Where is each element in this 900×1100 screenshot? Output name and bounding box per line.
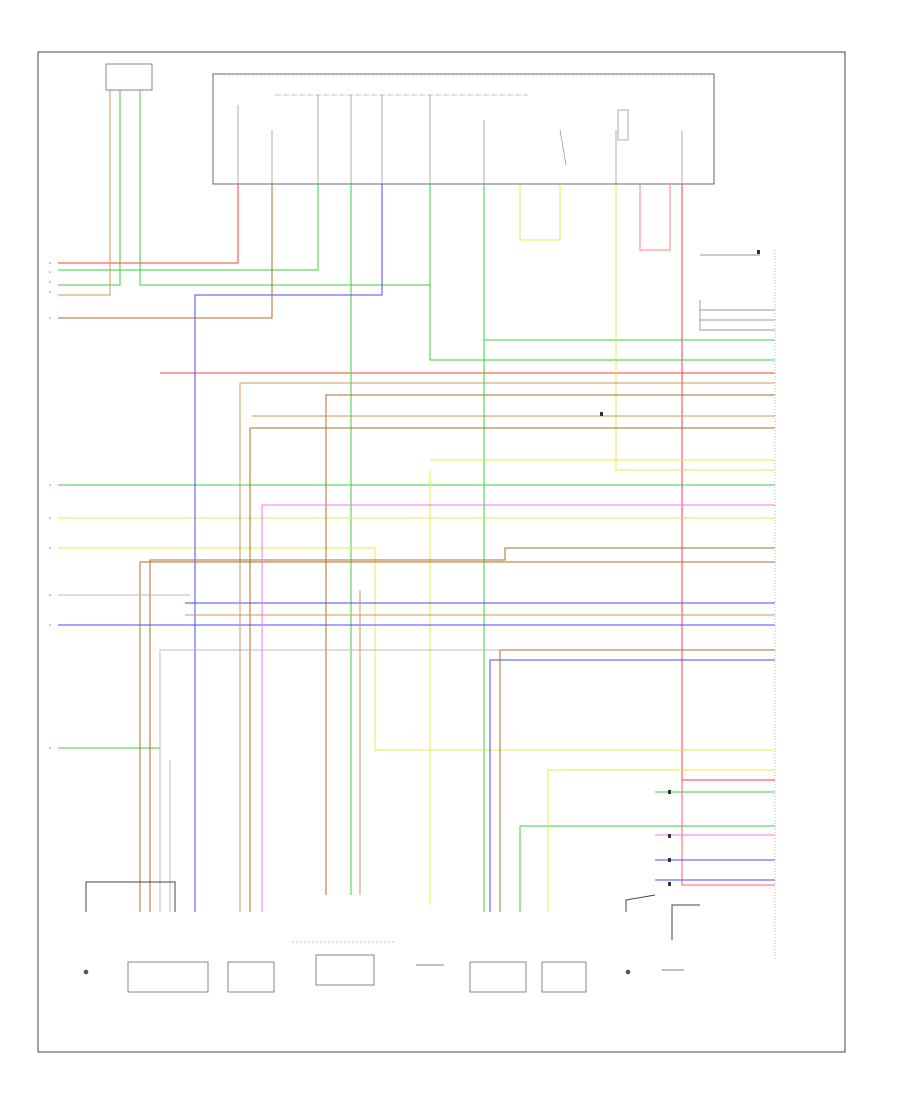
wire-blue-4 (489, 659, 775, 912)
wire-green-1 (58, 90, 121, 286)
bottom-connector-2 (625, 969, 631, 975)
top-left-relay (105, 63, 153, 91)
wire-green-3 (139, 90, 430, 286)
bottom-module-3 (315, 954, 375, 986)
wire-gray-2 (159, 649, 500, 912)
ground-markers (600, 250, 760, 886)
wire-black-2 (625, 894, 656, 912)
wire-gray-8 (639, 184, 671, 251)
bottom-components (83, 941, 684, 993)
wire-yellow-7 (547, 769, 775, 912)
wire-brown-1 (58, 184, 273, 319)
wire-pink-1 (261, 504, 775, 912)
wire-green-11 (483, 285, 775, 341)
diagram-frame (37, 51, 846, 1053)
bottom-connector-1 (83, 969, 89, 975)
wire-brown-3 (239, 382, 775, 912)
bottom-module-4 (469, 961, 527, 993)
wire-brown-2 (58, 90, 111, 296)
wire-green-9 (519, 825, 775, 912)
wire-brown-11 (499, 649, 775, 912)
wire-brown-8 (149, 547, 775, 912)
wire-brown-5 (249, 427, 775, 912)
wire-red-3 (681, 184, 775, 781)
wire-yellow-6 (58, 547, 775, 751)
wire-yellow-2 (615, 184, 775, 471)
wire-brown-7 (139, 561, 775, 912)
wire-red-1 (58, 184, 239, 264)
bottom-module-1 (127, 961, 209, 993)
left-row-markers (49, 262, 51, 749)
wire-black-1 (85, 881, 176, 912)
wire-green-2 (58, 184, 319, 271)
wire-red-4 (681, 780, 775, 886)
wire-green-4 (429, 184, 775, 361)
bottom-module-2 (227, 961, 275, 993)
top-control-module (212, 73, 715, 185)
wire-brown-4 (325, 394, 775, 895)
wires (58, 90, 775, 940)
bottom-module-5 (541, 961, 587, 993)
wire-black-3 (671, 904, 700, 940)
wire-yellow-1 (519, 184, 561, 241)
wire-gray-4 (699, 300, 775, 331)
